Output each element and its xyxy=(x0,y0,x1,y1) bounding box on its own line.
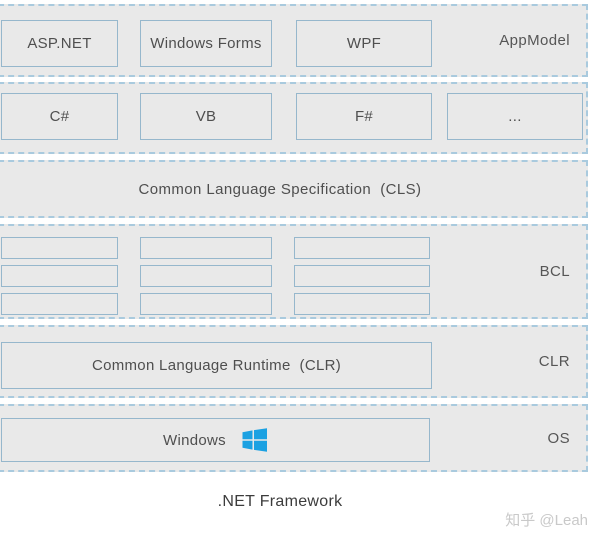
windows-box-label: Windows xyxy=(163,431,226,449)
windows-logo-icon xyxy=(242,428,267,452)
clr-label: CLR xyxy=(538,353,570,370)
bcl-box xyxy=(294,293,430,315)
languages-layer: C# VB F# ... xyxy=(0,82,588,154)
fsharp-box: F# xyxy=(296,93,432,140)
other-languages-box: ... xyxy=(447,93,583,140)
vb-box: VB xyxy=(140,93,272,140)
bcl-layer: BCL xyxy=(0,224,588,319)
clr-layer: Common Language Runtime (CLR) CLR xyxy=(0,325,588,398)
appmodel-label: AppModel xyxy=(499,32,570,49)
windows-forms-box: Windows Forms xyxy=(140,20,272,67)
cls-layer: Common Language Specification (CLS) xyxy=(0,160,588,218)
bcl-box xyxy=(294,265,430,287)
cls-label: Common Language Specification (CLS) xyxy=(138,180,422,198)
appmodel-layer: ASP.NET Windows Forms WPF AppModel xyxy=(0,4,588,77)
diagram-title: .NET Framework xyxy=(217,493,343,510)
clr-box: Common Language Runtime (CLR) xyxy=(1,342,432,389)
windows-box: Windows xyxy=(1,418,430,462)
aspnet-box: ASP.NET xyxy=(1,20,118,67)
bcl-box xyxy=(140,293,272,315)
bcl-box-grid xyxy=(1,237,430,315)
bcl-box xyxy=(140,265,272,287)
wpf-box: WPF xyxy=(296,20,432,67)
bcl-box xyxy=(1,237,118,259)
os-label: OS xyxy=(547,429,570,447)
watermark: 知乎 @Leah xyxy=(505,512,588,529)
bcl-label: BCL xyxy=(539,263,570,280)
os-layer: Windows OS xyxy=(0,404,588,472)
bcl-box xyxy=(140,237,272,259)
bcl-box xyxy=(1,293,118,315)
bcl-box xyxy=(1,265,118,287)
csharp-box: C# xyxy=(1,93,118,140)
bcl-box xyxy=(294,237,430,259)
